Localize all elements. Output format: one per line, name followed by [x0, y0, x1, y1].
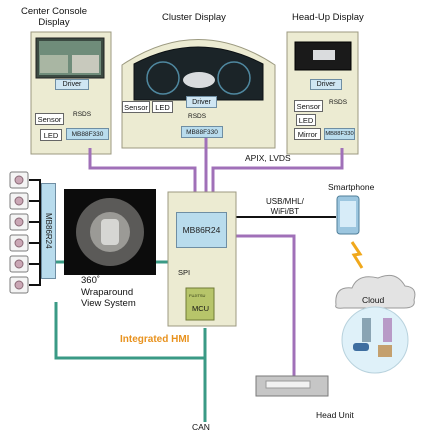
- wireless-icon: [350, 241, 364, 269]
- hud-driver-box: Driver: [310, 79, 342, 90]
- smartphone-label: Smartphone: [328, 182, 375, 192]
- cloud-services-circle: [341, 306, 409, 374]
- surround-mb86r24-chip: MB86R24: [41, 183, 56, 279]
- hud-title: Head-Up Display: [292, 12, 364, 23]
- head-unit-label: Head Unit: [316, 410, 354, 420]
- hub-mb86r24-chip: MB86R24: [176, 212, 227, 248]
- camera-icons: [9, 171, 29, 294]
- cluster-mb88f330-chip: MB88F330: [181, 126, 223, 138]
- head-unit-icon: [255, 375, 329, 397]
- center-sensor-box: Sensor: [35, 113, 64, 125]
- mcu-logo: FUJITSU: [189, 293, 206, 298]
- usb-mhl-wifi-label: USB/MHL/WiFi/BT: [266, 197, 304, 216]
- link-head-unit: [230, 234, 296, 376]
- hud-mb88f330-chip: MB88F330: [324, 128, 355, 140]
- link-center-console: [88, 148, 197, 192]
- hud-led-box: LED: [296, 114, 316, 126]
- center-rsds-label: RSDS: [73, 111, 92, 118]
- hud-sensor-box: Sensor: [294, 100, 323, 112]
- center-mb88f330-chip: MB88F330: [66, 128, 109, 140]
- spi-label: SPI: [178, 268, 191, 277]
- cluster-driver-box: Driver: [186, 96, 217, 108]
- cluster-title: Cluster Display: [162, 12, 226, 23]
- link-hud: [211, 148, 344, 192]
- link-surround-bottom: [54, 302, 205, 360]
- cluster-sensor-box: Sensor: [122, 101, 150, 113]
- link-cameras: [29, 179, 41, 286]
- cluster-led-box: LED: [152, 101, 173, 113]
- cluster-rsds-label: RSDS: [188, 113, 207, 120]
- hud-rsds-label: RSDS: [329, 99, 348, 106]
- smartphone-icon: [336, 195, 360, 235]
- apix-lvds-label: APIX, LVDS: [245, 153, 291, 163]
- cloud-icon: [335, 274, 416, 309]
- mcu-label: MCU: [192, 304, 210, 313]
- center-driver-box: Driver: [55, 79, 89, 90]
- can-label: CAN: [192, 422, 210, 432]
- cloud-label: Cloud: [362, 295, 385, 305]
- integrated-hmi-label: Integrated HMI: [120, 334, 190, 345]
- hud-mirror-box: Mirror: [294, 128, 321, 140]
- mcu-chip: [185, 287, 215, 321]
- center-led-box: LED: [40, 129, 62, 141]
